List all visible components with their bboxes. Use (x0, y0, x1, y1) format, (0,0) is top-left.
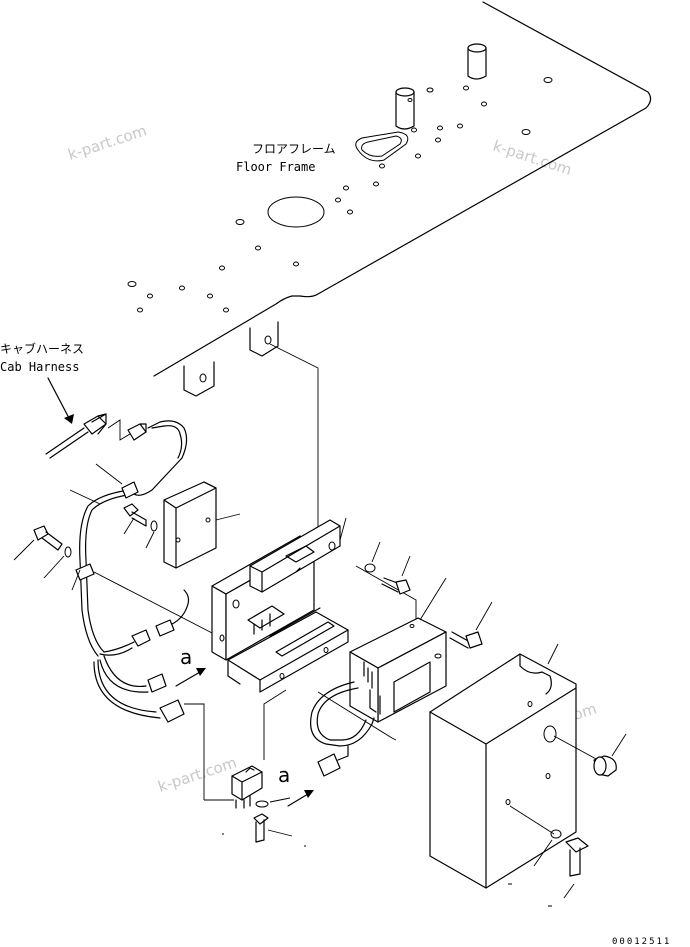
mounting-bracket (211, 519, 349, 693)
leader-bracket (339, 517, 417, 628)
box-wire (310, 681, 375, 747)
relay-plate (163, 481, 217, 569)
washer-mid (364, 563, 376, 573)
bolt-left (33, 525, 63, 551)
washer-left (64, 546, 72, 558)
cab-harness-connector (45, 413, 147, 459)
harness-clamp-2 (75, 563, 95, 581)
bolt-mid (381, 577, 411, 595)
washer-upper (150, 520, 158, 532)
arrow-a-lower (304, 790, 314, 798)
harness-wire-top (133, 420, 188, 496)
cab-harness-leader (47, 377, 71, 421)
harness-clamp-1 (121, 481, 139, 499)
drawing-code: 00012511 (612, 937, 671, 947)
reference-mark-a-upper: a (180, 645, 192, 669)
harness-main-trunk (85, 493, 135, 653)
watermark-1: k-part.com (66, 121, 149, 163)
washer-cover (550, 829, 562, 839)
arrow-a-upper (196, 668, 206, 676)
reference-mark-a-lower: a (278, 763, 290, 787)
cover-cap (593, 755, 617, 777)
controller-box (349, 617, 447, 723)
floor-frame-label-jp: フロアフレーム (252, 142, 336, 156)
bolt-bottom (253, 813, 269, 843)
box-connector (317, 753, 341, 777)
harness-connector-5 (159, 699, 185, 723)
cab-harness-label-en: Cab Harness (0, 360, 79, 374)
small-relay (231, 765, 263, 809)
bolt-upper (123, 503, 147, 527)
harness-connector-4 (147, 673, 167, 693)
harness-connector-3 (155, 619, 175, 637)
bolt-box (449, 631, 483, 649)
harness-connector-2 (131, 629, 151, 647)
bolt-cover (565, 837, 589, 877)
cover (429, 653, 577, 889)
watermark-4: k-part.com (156, 753, 239, 795)
arrow-head (64, 414, 74, 424)
floor-frame-label-en: Floor Frame (236, 160, 315, 174)
leader-plate (215, 513, 241, 521)
cab-harness-label-jp: キャブハーネス (0, 341, 84, 356)
leader-cover (547, 643, 559, 665)
leader-controller (419, 577, 447, 621)
washer-bottom (255, 800, 269, 808)
floor-frame-plate (127, 1, 652, 397)
